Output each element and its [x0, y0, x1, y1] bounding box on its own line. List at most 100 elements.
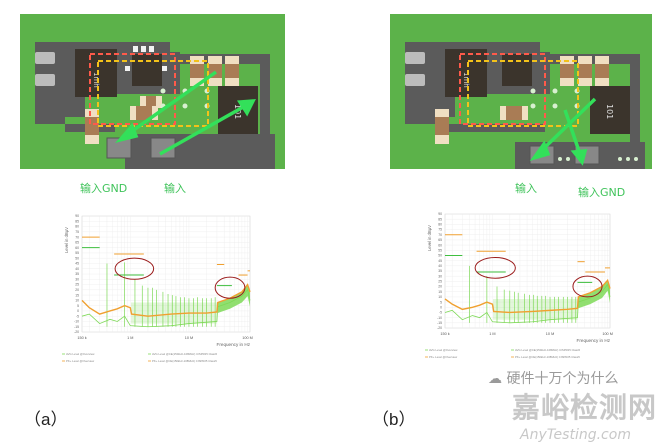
mosfet-chip	[132, 54, 162, 86]
x-axis-label: Frequency in Hz	[217, 342, 251, 347]
label-input-gnd-b: 输入GND	[578, 186, 626, 199]
pk-trace	[81, 283, 251, 317]
current-arrows	[529, 97, 597, 166]
y-tick-label: 55	[75, 251, 79, 255]
current-arrows	[115, 70, 256, 156]
y-tick-label: 65	[75, 241, 79, 245]
x-tick-label: 10 M	[546, 332, 554, 336]
x-axis-label: Frequency in Hz	[577, 338, 611, 343]
y-tick-label: 30	[75, 277, 79, 281]
x-tick-label: 150 k	[77, 336, 86, 340]
legend-entry: AVG Level @Overview	[66, 352, 95, 356]
y-tick-label: 15	[438, 290, 442, 294]
y-tick-label: 40	[75, 267, 79, 271]
y-tick-label: -10	[437, 316, 442, 320]
capacitors	[435, 56, 609, 144]
input-pad	[150, 137, 176, 159]
annotation-ellipse	[474, 257, 516, 279]
mosfet-chip	[502, 54, 532, 86]
y-tick-label: -10	[74, 320, 79, 324]
y-tick-label: 10	[75, 299, 79, 303]
annotation-ellipse	[572, 275, 603, 298]
y-tick-label: 65	[438, 238, 442, 242]
ic-marking: 1mh	[92, 72, 100, 88]
broadband-noise-band	[217, 284, 250, 314]
connector-pads	[35, 52, 55, 86]
y-tick-label: -5	[439, 311, 442, 315]
y-axis-label: Level in dBµV	[64, 227, 69, 253]
legend-entry: PK+ Level @CE(150kHz-108MHz) CISPR25 Cla…	[152, 359, 217, 363]
y-tick-label: 75	[75, 230, 79, 234]
label-input-b: 输入	[515, 182, 537, 195]
y-tick-label: 80	[438, 223, 442, 227]
y-tick-label: 60	[75, 246, 79, 250]
y-tick-label: 40	[438, 264, 442, 268]
y-tick-label: 15	[75, 293, 79, 297]
x-tick-label: 1 M	[489, 332, 495, 336]
y-tick-label: 25	[438, 280, 442, 284]
ic-chip	[75, 49, 117, 97]
inductor	[590, 86, 630, 134]
input-gnd-pad	[106, 137, 132, 159]
y-tick-label: 20	[75, 288, 79, 292]
y-tick-label: 55	[438, 248, 442, 252]
y-tick-label: 80	[75, 225, 79, 229]
y-tick-label: 10	[438, 295, 442, 299]
label-input-gnd-a: 输入GND	[80, 182, 128, 195]
y-tick-label: -20	[437, 326, 442, 330]
y-tick-label: 5	[77, 304, 79, 308]
capacitors	[85, 56, 239, 144]
y-tick-label: 90	[75, 214, 79, 218]
y-tick-label: 0	[77, 309, 79, 313]
annotation-ellipse	[214, 276, 246, 299]
legend-entry: AVG Level @CE(150kHz-108MHz) CISPR25 Cla…	[515, 348, 581, 352]
label-input-a: 输入	[164, 182, 186, 195]
legend-entry: AVG Level @Overview	[429, 348, 458, 352]
y-tick-label: 90	[438, 212, 442, 216]
x-tick-label: 100 M	[242, 336, 253, 340]
legend-entry: PK+ Level @CE(150kHz-108MHz) CISPR25 Cla…	[515, 355, 580, 359]
emi-chart-b: -20-15-10-505101520253035404550556065707…	[425, 212, 613, 359]
y-tick-label: 85	[438, 217, 442, 221]
legend-entry: AVG Level @CE(150kHz-108MHz) CISPR25 Cla…	[152, 352, 218, 356]
y-tick-label: -20	[74, 330, 79, 334]
caption-b: （b）	[372, 410, 416, 429]
vias	[530, 88, 638, 161]
y-tick-label: 75	[438, 228, 442, 232]
y-tick-label: 85	[75, 219, 79, 223]
y-tick-label: 35	[75, 272, 79, 276]
x-tick-label: 100 M	[602, 332, 613, 336]
y-tick-label: 25	[75, 283, 79, 287]
y-tick-label: 35	[438, 269, 442, 273]
site-watermark-en: AnyTesting.com	[520, 427, 631, 443]
y-tick-label: 45	[75, 262, 79, 266]
site-watermark-cn: 嘉峪检测网	[512, 391, 658, 424]
y-tick-label: 70	[438, 233, 442, 237]
inductor-marking: 101	[605, 104, 614, 119]
y-tick-label: 50	[438, 254, 442, 258]
pcb-layout-a: 1mh 101	[20, 14, 285, 169]
pcb-layout-b: 1mh 101	[390, 14, 652, 169]
switching-loop-red	[89, 53, 176, 125]
y-tick-label: 70	[75, 235, 79, 239]
y-tick-label: 5	[440, 300, 442, 304]
pk-trace	[444, 278, 611, 314]
wechat-icon: ☁	[488, 371, 507, 387]
caption-a: （a）	[24, 410, 68, 429]
y-tick-label: -5	[76, 314, 79, 318]
y-tick-label: 60	[438, 243, 442, 247]
y-tick-label: -15	[74, 325, 79, 329]
y-tick-label: 0	[440, 305, 442, 309]
av-trace	[81, 288, 251, 328]
y-tick-label: 30	[438, 274, 442, 278]
ic-chip	[445, 49, 487, 97]
x-tick-label: 1 M	[127, 336, 133, 340]
ic-marking: 1mh	[462, 72, 470, 88]
legend-entry: PK+ Level @Overview	[66, 359, 95, 363]
legend-entry: PK+ Level @Overview	[429, 355, 458, 359]
y-tick-label: 50	[75, 256, 79, 260]
y-tick-label: -15	[437, 321, 442, 325]
y-axis-label: Level in dBµV	[427, 225, 432, 251]
